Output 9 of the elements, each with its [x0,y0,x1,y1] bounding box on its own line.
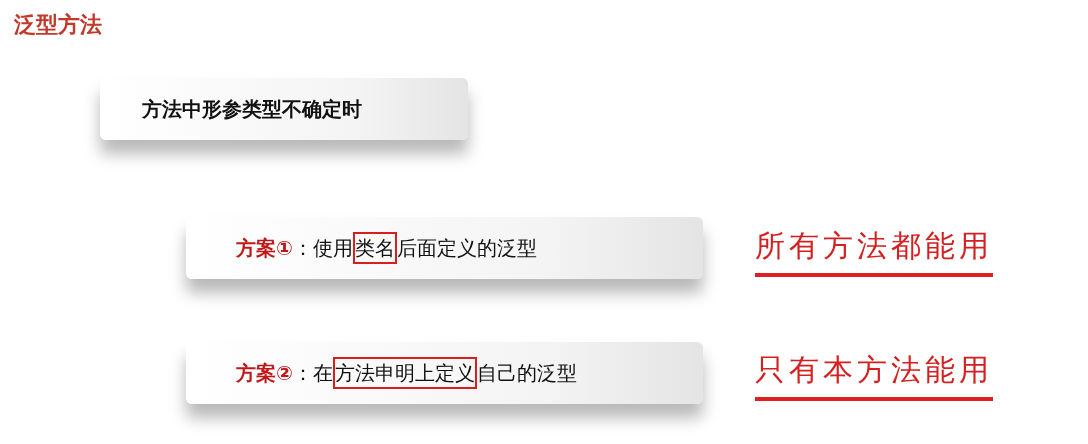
handwritten-note: 只有本方法能用 [755,350,993,401]
card-text: 方法中形参类型不确定时 [142,95,362,123]
handwritten-note: 所有方法都能用 [755,226,993,277]
card-text: 方案①：使用类名后面定义的泛型 [236,234,537,262]
text-card [186,217,703,279]
card-text: 方案②：在方法申明上定义自己的泛型 [236,359,577,387]
title: 泛型方法 [14,11,102,39]
text-card [100,78,468,140]
text-card [186,342,703,404]
